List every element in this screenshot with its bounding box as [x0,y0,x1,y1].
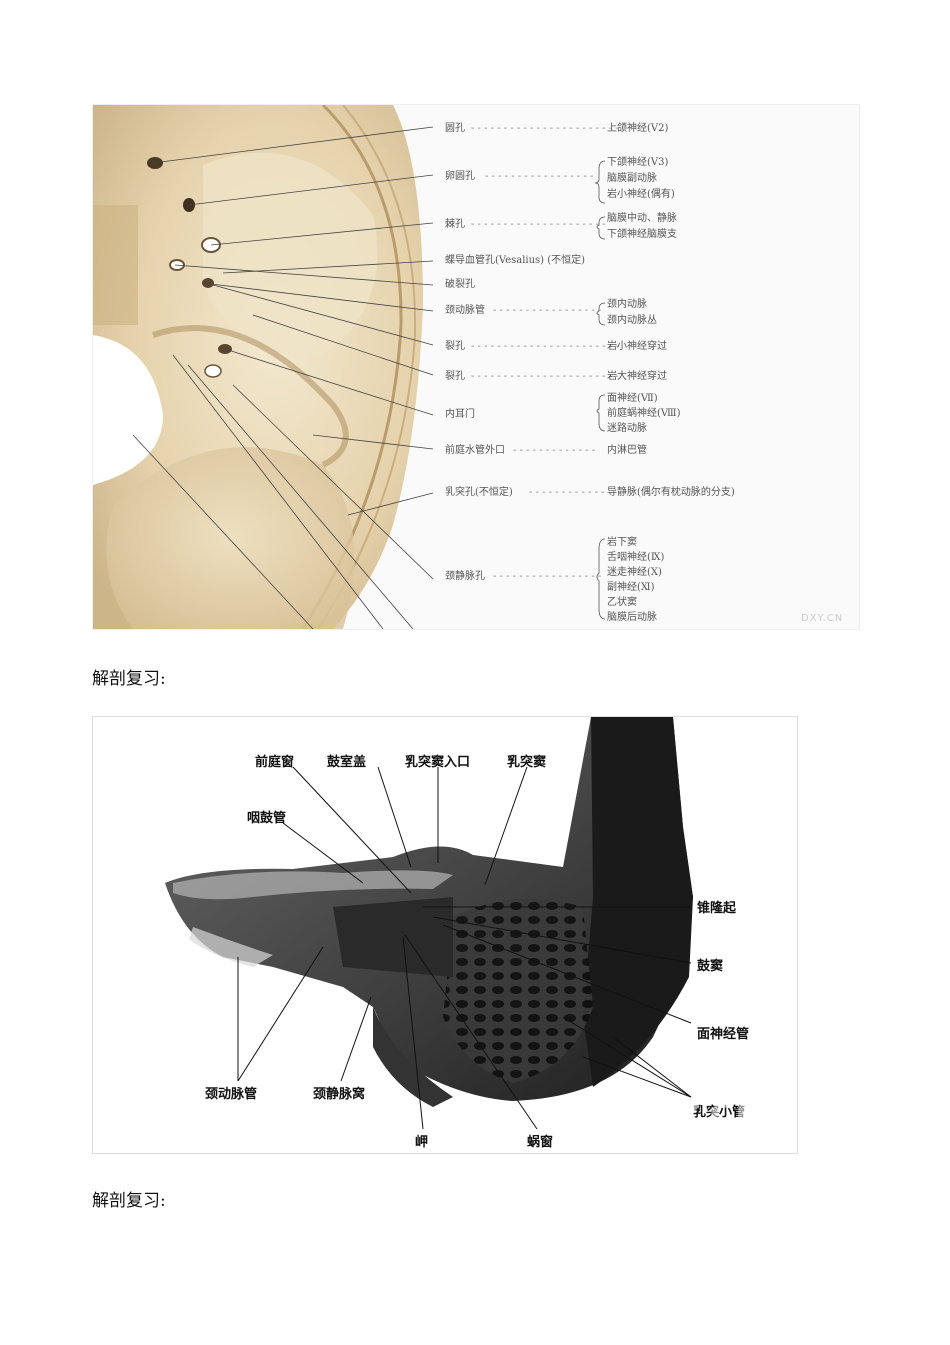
watermark: DXY.CN [619,1097,765,1137]
content-jikong-1: 下颌神经脑膜支 [607,229,677,240]
dash-leader: - - - - - - - - - - - - [529,487,605,498]
content-jikong-0: 脑膜中动、静脉 [607,213,677,224]
label-jingdongmaiguan: 颈动脉管 [205,1087,258,1102]
label-yuankong: 圆孔 [445,123,465,134]
label-mianshenjingguan: 面神经管 [697,1027,750,1042]
label-yanguguan: 咽鼓管 [247,811,287,826]
content-neiermen-1: 前庭蜗神经(Ⅷ) [607,408,681,419]
dash-leader: - - - - - - - - - - - - - - - - - [493,571,602,582]
label-rutudourukou: 乳突窦入口 [405,755,471,770]
label-gushigai: 鼓室盖 [327,755,367,770]
dash-leader: - - - - - - - - - - - - - - - - - - - - … [471,123,619,134]
content-jingjingmaikong-1: 舌咽神经(Ⅸ) [607,552,665,563]
temporal-bone-figure: 前庭窗 鼓室盖 乳突窦入口 乳突窦 咽鼓管 锥隆起 鼓窦 面神经管 乳突小管 颈… [92,716,798,1154]
content-yuankong-0: 上颌神经(V2) [607,123,669,134]
label-vesalius: 蝶导血管孔(Vesalius) (不恒定) [445,255,586,266]
content-jingjingmaikong-3: 副神经(Ⅺ) [607,582,655,593]
label-gudou: 鼓窦 [697,959,724,974]
label-zhuilongqi: 锥隆起 [697,901,737,916]
label-jingdongmaiguan: 颈动脉管 [445,305,485,316]
content-luanyuankong-0: 下颌神经(V3) [607,157,669,168]
label-wochuang: 蜗窗 [527,1135,554,1150]
label-rutuxiaoguan: 乳突小管 [693,1105,746,1120]
watermark: DXY.CN [801,613,844,624]
content-jingdongmaiguan-1: 颈内动脉丛 [607,315,657,326]
content-liekong2-0: 岩大神经穿过 [607,371,667,382]
label-neiermen: 内耳门 [445,409,475,420]
content-jingjingmaikong-4: 乙状窦 [607,597,637,608]
content-jingjingmaikong-0: 岩下窦 [607,537,637,548]
caption-anatomy-review-1: 解剖复习: [92,669,166,689]
content-neiermen-2: 迷路动脉 [607,423,647,434]
skull-base-figure: 圆孔 - - - - - - - - - - - - - - - - - - -… [92,104,860,630]
dash-leader: - - - - - - - - - - - - - - - - - [485,171,594,182]
label-rutudou: 乳突窦 [507,755,547,770]
label-poliekong: 破裂孔 [445,279,475,290]
content-liekong1-0: 岩小神经穿过 [607,341,667,352]
caption-anatomy-review-2: 解剖复习: [92,1191,166,1211]
dash-leader: - - - - - - - - - - - - - - - - - - - - … [471,341,619,352]
dash-leader: - - - - - - - - - - - - - - - - - [493,305,602,316]
content-jingjingmaikong-5: 脑膜后动脉 [607,612,657,623]
dash-leader: - - - - - - - - - - - - - - - - - - - - … [471,219,606,230]
label-qiantingshuiguan: 前庭水管外口 [445,445,505,456]
temporal-bone-illustration [165,717,693,1130]
content-jingjingmaikong-2: 迷走神经(Ⅹ) [607,567,662,578]
label-jikong: 棘孔 [445,219,465,230]
dash-leader: - - - - - - - - - - - - - [513,445,596,456]
label-liekong-2: 裂孔 [445,371,465,382]
label-jingjingmaikong: 颈静脉孔 [445,571,485,582]
content-rutukong-0: 导静脉(偶尔有枕动脉的分支) [607,487,735,498]
dash-leader: - - - - - - - - - - - - - - - - - - - - … [471,371,619,382]
label-qiantingchuang: 前庭窗 [255,755,295,770]
content-luanyuankong-2: 岩小神经(偶有) [607,189,675,200]
content-neiermen-0: 面神经(Ⅶ) [607,393,658,404]
content-qiantingshuiguan-0: 内淋巴管 [607,445,647,456]
label-jingjingmaiwo: 颈静脉窝 [313,1087,366,1102]
label-liekong-1: 裂孔 [445,341,465,352]
content-jingdongmaiguan-0: 颈内动脉 [607,299,647,310]
skull-base-illustration [93,105,606,629]
label-rutukong: 乳突孔(不恒定) [445,487,513,498]
label-jia: 岬 [415,1135,429,1150]
content-luanyuankong-1: 脑膜副动脉 [607,173,657,184]
label-luanyuankong: 卵圆孔 [445,171,475,182]
